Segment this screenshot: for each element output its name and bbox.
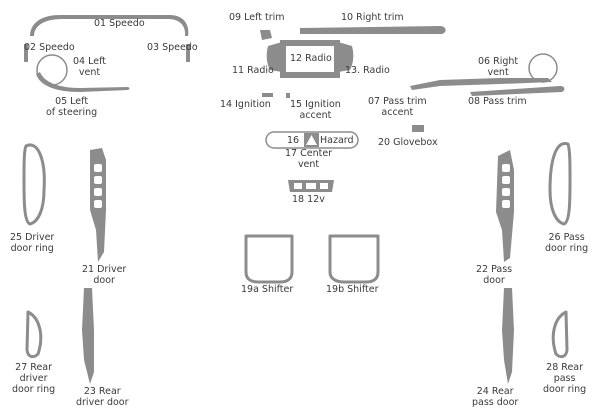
part-03-speedo [186,44,190,62]
part-28-rear-pass-door-ring [551,310,569,359]
part-13-radio [338,42,354,72]
label-12-radio: 12 Radio [290,53,332,64]
part-23-rear-driver-door [82,288,94,384]
label-28-rear-pass-door-ring: 28 Rear pass door ring [543,362,587,395]
pass-window-switch [502,176,510,184]
driver-window-switch [94,176,102,184]
pass-window-switch [502,200,510,208]
label-08-pass-trim: 08 Pass trim [468,96,527,107]
part-17-center-vent [265,131,359,149]
part-14-ignition [262,93,273,97]
part-08-pass-trim [470,86,565,96]
label-03-speedo: 03 Speedo [147,42,198,53]
label-21-driver-door: 21 Driver door [82,264,127,286]
part-15-ignition-accent [286,93,290,98]
label-19b-shifter: 19b Shifter [326,284,379,295]
part-07-pass-trim-accent [410,78,552,90]
pass-window-switch [502,164,510,172]
part-27-rear-driver-door-ring [25,310,43,359]
label-26-pass-door-ring: 26 Pass door ring [545,232,589,254]
part-19a-shifter [244,234,294,284]
part-10-right-trim [300,26,446,34]
label-15-ignition-accent: 15 Ignition accent [290,99,341,121]
hazard-triangle-icon [306,135,317,145]
driver-window-switch [94,200,102,208]
label-10-right-trim: 10 Right trim [341,12,404,23]
label-04-left-vent: 04 Left vent [73,56,106,78]
part-25-driver-door-ring [22,143,46,226]
part-01-speedo [30,15,189,36]
part-11-radio [266,42,282,72]
part-05-left-of-steering [36,72,130,92]
label-16-hazard: Hazard [320,135,354,146]
label-25-driver-door-ring: 25 Driver door ring [10,232,55,254]
label-23-rear-driver-door: 23 Rear driver door [76,386,129,408]
label-11-radio: 11 Radio [232,65,274,76]
label-06-right-vent: 06 Right vent [478,56,519,78]
part-18-12v [288,180,334,192]
label-17-center-vent: 17 Center vent [285,148,333,170]
pass-window-switch [502,188,510,196]
part-09-left-trim [260,30,272,40]
part-12-radio [280,40,340,78]
label-02-speedo: 02 Speedo [24,42,75,53]
label-13-radio: 13. Radio [345,65,390,76]
label-22-pass-door: 22 Pass door [476,264,513,286]
label-20-glovebox: 20 Glovebox [378,137,438,148]
label-01-speedo: 01 Speedo [94,18,145,29]
label-18-12v: 18 12v [292,194,325,205]
label-09-left-trim: 09 Left trim [229,12,285,23]
label-27-rear-driver-door-ring: 27 Rear driver door ring [12,362,56,395]
part-24-rear-pass-door [502,288,514,384]
part-19b-shifter [328,234,380,284]
label-16-number: 16 [287,135,300,146]
part-02-speedo [24,44,28,62]
driver-window-switch [94,164,102,172]
part-26-pass-door-ring [548,142,572,226]
label-19a-shifter: 19a Shifter [241,284,294,295]
label-07-pass-trim-accent: 07 Pass trim accent [368,96,427,118]
label-14-ignition: 14 Ignition [220,99,271,110]
part-06-right-vent [528,53,558,83]
part-20-glovebox [412,125,424,132]
label-24-rear-pass-door: 24 Rear pass door [472,386,519,408]
label-05-left-of-steering: 05 Left of steering [46,96,98,118]
driver-window-switch [94,188,102,196]
